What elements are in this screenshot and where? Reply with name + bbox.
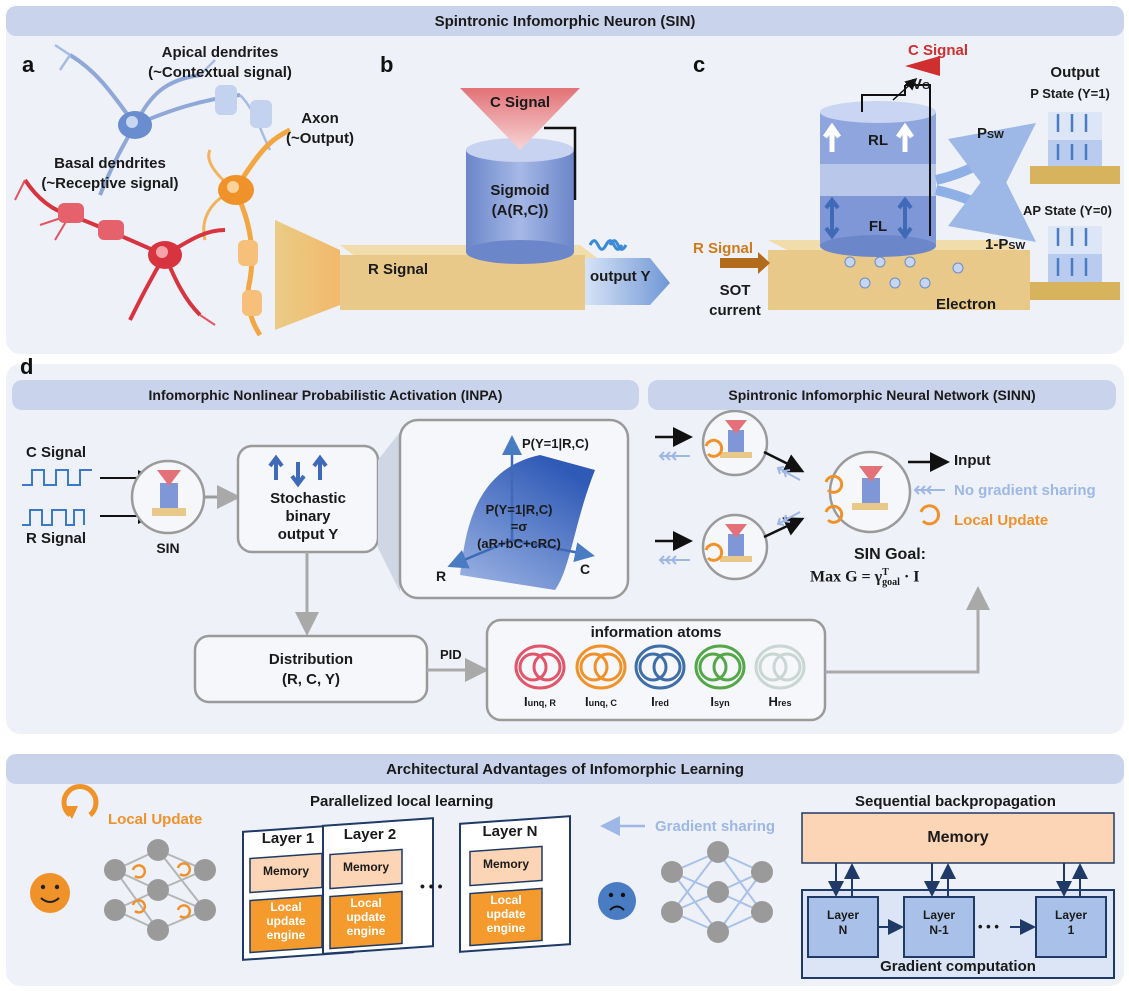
- c-ap-state-label: AP State (Y=0): [1023, 203, 1112, 218]
- d-stochastic-l1: Stochastic: [270, 490, 346, 507]
- d-r-signal-label: R Signal: [26, 530, 87, 547]
- neuron-illustration: [14, 43, 292, 337]
- layer-n-memory: Memory: [482, 857, 529, 871]
- axon-title: Axon: [301, 110, 339, 127]
- d-prob-axis-label: P(Y=1|R,C): [522, 436, 589, 451]
- d-distribution-vars: (R, C, Y): [281, 671, 341, 688]
- d-formula-l2: =σ: [510, 519, 528, 534]
- c-fl-label: FL: [868, 218, 888, 235]
- sin-banner: Spintronic Infomorphic Neuron (SIN): [6, 6, 1124, 36]
- layer-1-memory: Memory: [262, 864, 309, 878]
- b-r-signal-label: R Signal: [368, 261, 429, 278]
- d-formula-l3: (aR+bC+cRC): [477, 536, 561, 551]
- panel-label-c: c: [693, 52, 706, 77]
- sinn-network-graphics: [655, 409, 950, 581]
- c-electron-label: Electron: [936, 296, 997, 313]
- layer-1-title: Layer 1: [261, 830, 315, 847]
- atom-label-res: Hres: [768, 694, 792, 709]
- sin-goal-title: SIN Goal:: [853, 546, 926, 563]
- panel-label-b: b: [380, 52, 394, 77]
- c-output-title: Output: [1050, 64, 1100, 81]
- sequential-backprop-title: Sequential backpropagation: [855, 793, 1056, 810]
- b-output-y-label: output Y: [590, 268, 651, 285]
- legend-no-gradient-label: No gradient sharing: [954, 482, 1096, 499]
- d-pid-label: PID: [440, 647, 462, 662]
- d-sin-label: SIN: [156, 540, 180, 556]
- b-sigmoid-arg: (A(R,C)): [491, 202, 549, 219]
- axon-subtitle: (~Output): [286, 130, 354, 147]
- d-axis-r-label: R: [436, 568, 447, 584]
- d-atoms-title: information atoms: [590, 624, 722, 641]
- c-one-minus-psw-label: 1-PSW: [985, 236, 1026, 253]
- parallel-learning-title: Parallelized local learning: [310, 793, 494, 810]
- atom-label-unq-c: Iunq, C: [585, 694, 617, 709]
- c-c-signal-label: C Signal: [908, 42, 969, 59]
- c-sot-current-label: current: [709, 302, 761, 319]
- gradient-sharing-label: Gradient sharing: [655, 818, 776, 835]
- gradient-computation-label: Gradient computation: [880, 958, 1036, 975]
- architecture-banner: Architectural Advantages of Infomorphic …: [6, 754, 1124, 784]
- c-sot-label: SOT: [719, 282, 751, 299]
- d-stochastic-l2: binary: [285, 508, 331, 525]
- inpa-panel-graphics: [12, 412, 990, 722]
- atom-label-red: Ired: [651, 694, 669, 709]
- layer-n-title: Layer N: [482, 823, 538, 840]
- e-local-update-label: Local Update: [108, 811, 203, 828]
- b-c-signal-label: C Signal: [489, 94, 550, 111]
- panel-label-d: d: [20, 354, 34, 379]
- c-psw-label: PSW: [977, 125, 1004, 142]
- seq-memory-label: Memory: [927, 829, 989, 846]
- d-distribution-label: Distribution: [268, 651, 354, 668]
- d-formula-l1: P(Y=1|R,C): [485, 502, 553, 517]
- layer-2-title: Layer 2: [343, 826, 397, 843]
- apical-dendrites-subtitle: (~Contextual signal): [148, 64, 292, 81]
- layer-2-memory: Memory: [342, 860, 389, 874]
- c-r-signal-label: R Signal: [693, 240, 754, 257]
- sin-device-b: [275, 88, 670, 330]
- legend-local-update-label: Local Update: [954, 512, 1049, 529]
- section-e-graphics: [30, 784, 1115, 979]
- c-rl-label: RL: [868, 132, 888, 149]
- basal-dendrites-title: Basal dendrites: [54, 155, 166, 172]
- sin-device-c: [720, 56, 1120, 310]
- information-atom-rings: [514, 644, 806, 690]
- layers-ellipsis: • • •: [420, 878, 443, 894]
- basal-dendrites-subtitle: (~Receptive signal): [41, 175, 179, 192]
- atom-label-unq-r: Iunq, R: [524, 694, 556, 709]
- b-sigmoid-label: Sigmoid: [490, 182, 550, 199]
- sinn-banner: Spintronic Infomorphic Neural Network (S…: [648, 380, 1116, 410]
- c-vg-label: VG: [912, 76, 931, 93]
- atom-label-syn: Isyn: [710, 694, 730, 709]
- inpa-banner: Infomorphic Nonlinear Probabilistic Acti…: [12, 380, 639, 410]
- panel-label-a: a: [22, 52, 35, 77]
- d-c-signal-label: C Signal: [26, 444, 87, 461]
- legend-input-label: Input: [954, 452, 991, 469]
- seq-ellipsis: • • •: [978, 919, 999, 934]
- d-axis-c-label: C: [580, 561, 591, 577]
- apical-dendrites-title: Apical dendrites: [161, 44, 279, 61]
- d-stochastic-l3: output Y: [277, 526, 339, 543]
- c-p-state-label: P State (Y=1): [1030, 86, 1110, 101]
